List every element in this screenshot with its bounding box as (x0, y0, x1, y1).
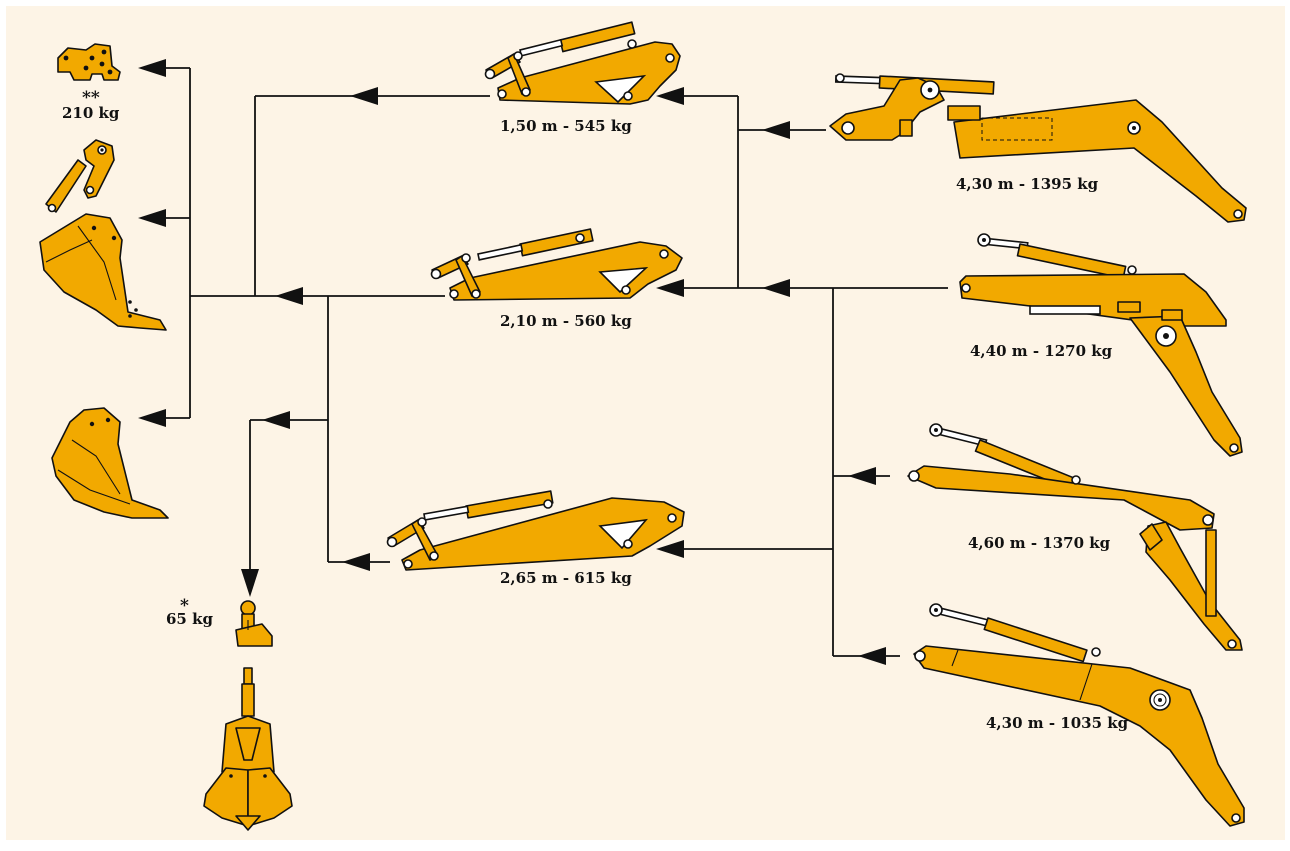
rotator-weight-label: 65 kg (166, 610, 213, 628)
boom-430-adjustable-label: 4,30 m - 1395 kg (956, 175, 1099, 193)
stick-150-label: 1,50 m - 545 kg (500, 117, 632, 135)
quick-coupler-weight-label: 210 kg (62, 104, 120, 122)
stick-265-label: 2,65 m - 615 kg (500, 569, 632, 587)
stick-210-label: 2,10 m - 560 kg (500, 312, 632, 330)
boom-430-mono-label: 4,30 m - 1035 kg (986, 714, 1129, 732)
boom-440-label: 4,40 m - 1270 kg (970, 342, 1113, 360)
boom-460-label: 4,60 m - 1370 kg (968, 534, 1111, 552)
